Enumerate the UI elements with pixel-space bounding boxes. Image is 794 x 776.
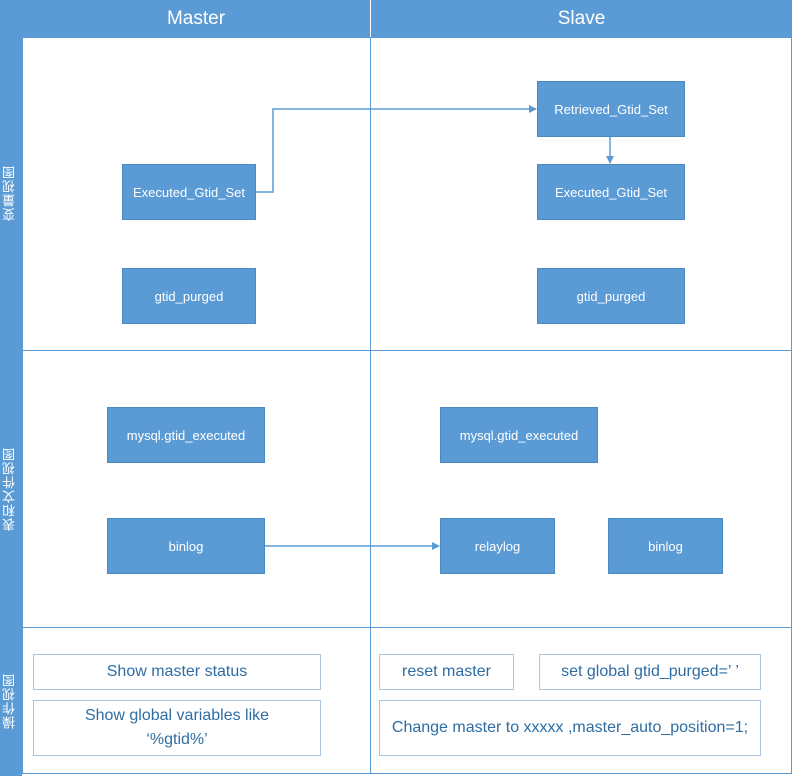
master-binlog: binlog	[107, 518, 265, 574]
master-mysql-gtid-executed: mysql.gtid_executed	[107, 407, 265, 463]
slave-header-label: Slave	[557, 7, 606, 29]
master-gtid-purged: gtid_purged	[122, 268, 256, 324]
master-executed-gtid-set: Executed_Gtid_Set	[122, 164, 256, 220]
show-global-variables: Show global variables like ‘%gtid%’	[33, 700, 321, 756]
lane-strip	[0, 0, 22, 776]
master-header-label: Master	[166, 7, 226, 29]
slave-gtid-purged: gtid_purged	[537, 268, 685, 324]
master-header: Master	[22, 0, 370, 37]
slave-header: Slave	[371, 0, 792, 37]
change-master-auto-position: Change master to xxxxx ,master_auto_posi…	[379, 700, 761, 756]
slave-relaylog: relaylog	[440, 518, 555, 574]
arrow-master-executed-to-slave-retrieved	[256, 105, 537, 193]
cell-master-tables	[22, 350, 371, 628]
set-global-gtid-purged: set global gtid_purged=’ ’	[539, 654, 761, 690]
slave-executed-gtid-set: Executed_Gtid_Set	[537, 164, 685, 220]
show-master-status: Show master status	[33, 654, 321, 690]
slave-binlog: binlog	[608, 518, 723, 574]
cell-slave-tables	[370, 350, 792, 628]
reset-master: reset master	[379, 654, 514, 690]
slave-mysql-gtid-executed: mysql.gtid_executed	[440, 407, 598, 463]
slave-retrieved-gtid-set: Retrieved_Gtid_Set	[537, 81, 685, 137]
